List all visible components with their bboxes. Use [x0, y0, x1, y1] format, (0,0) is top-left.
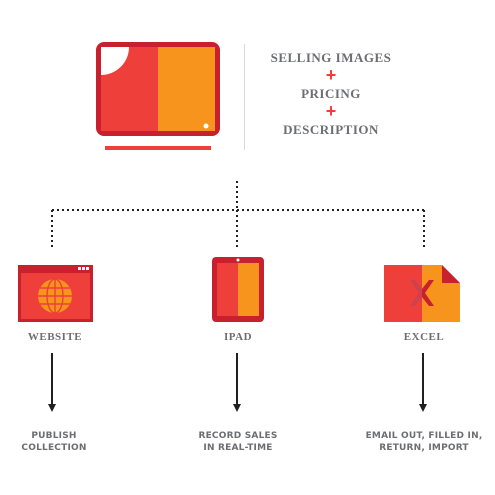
action-ipad-line1: RECORD SALES — [198, 431, 278, 441]
header-text-pricing: PRICING — [301, 86, 361, 101]
node-label-website: WEBSITE — [27, 331, 83, 343]
arrow-excel — [419, 353, 427, 412]
dotted-connectors — [51, 181, 425, 248]
action-website: PUBLISH COLLECTION — [2, 430, 106, 454]
arrow-website — [48, 353, 56, 412]
header-text-description: DESCRIPTION — [283, 122, 379, 137]
action-excel-line2: RETURN, IMPORT — [379, 443, 469, 453]
action-excel-line1: EMAIL OUT, FILLED IN, — [365, 431, 483, 441]
tablet-icon — [212, 257, 264, 322]
node-label-excel: EXCEL — [403, 331, 445, 343]
action-ipad-line2: IN REAL-TIME — [203, 443, 273, 453]
plus-sign-2: + — [325, 101, 337, 121]
monitor-icon — [95, 42, 221, 152]
action-ipad: RECORD SALES IN REAL-TIME — [178, 430, 298, 454]
node-label-ipad: IPAD — [223, 331, 253, 343]
browser-globe-icon — [18, 265, 93, 322]
action-website-line2: COLLECTION — [21, 443, 87, 453]
arrows — [48, 353, 427, 412]
action-website-line1: PUBLISH — [31, 431, 77, 441]
header-divider — [244, 44, 245, 150]
header-text-selling-images: SELLING IMAGES — [270, 50, 392, 65]
plus-sign-1: + — [325, 65, 337, 85]
arrow-ipad — [233, 353, 241, 412]
action-excel: EMAIL OUT, FILLED IN, RETURN, IMPORT — [359, 430, 489, 454]
excel-file-icon — [384, 265, 460, 322]
